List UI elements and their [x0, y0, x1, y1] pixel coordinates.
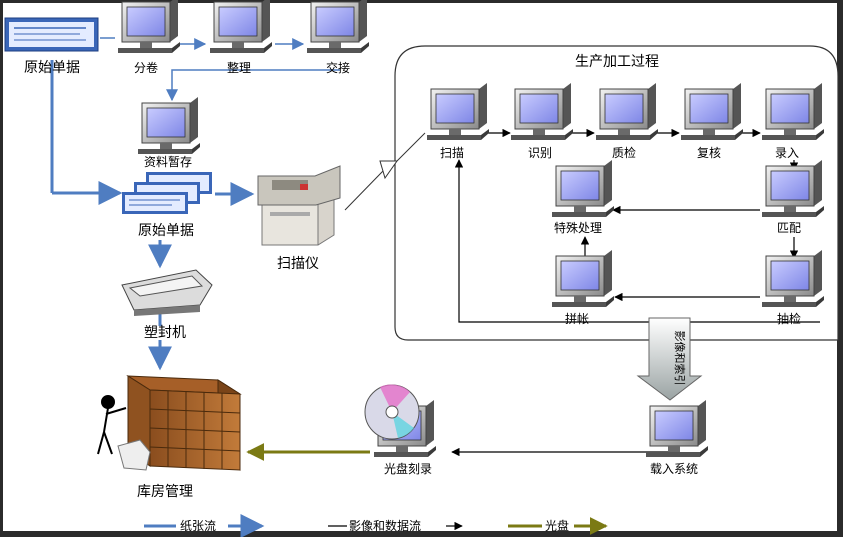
scanner-to-process-line-2 — [396, 132, 426, 162]
data-flow-loop-back — [454, 159, 820, 323]
scanner-machine-icon — [257, 165, 341, 246]
temp-storage-label: 资料暂存 — [144, 155, 192, 169]
scanner-to-process-line — [344, 170, 384, 211]
recognize-label: 识别 — [528, 146, 552, 160]
laminator-label: 塑封机 — [144, 325, 186, 341]
match-label: 匹配 — [777, 221, 801, 235]
scan-label: 扫描 — [440, 146, 464, 160]
paper-pile-icon — [117, 439, 151, 471]
image-index-label: 影像和索引 — [673, 331, 687, 386]
person-icon — [97, 395, 127, 455]
spot-check-label: 抽检 — [777, 311, 801, 326]
special-label: 特殊处理 — [554, 220, 602, 235]
legend-disc-label: 光盘 — [545, 518, 569, 533]
process-title: 生产加工过程 — [575, 54, 659, 70]
disc-icon — [364, 384, 420, 440]
scanner-label: 扫描仪 — [277, 256, 319, 272]
legend: 纸张流 影像和数据流 光盘 — [144, 514, 608, 537]
image-index-arrow — [636, 317, 703, 401]
scanner-to-process-arrowhead — [379, 160, 398, 180]
source-docs-mid-label: 原始单据 — [138, 223, 194, 239]
source-docs-stack-icon — [122, 172, 212, 214]
legend-data-label: 影像和数据流 — [349, 518, 421, 533]
paper-flow-return — [166, 69, 340, 102]
laminator-icon — [121, 269, 213, 316]
legend-paper-label: 纸张流 — [180, 519, 216, 533]
source-docs-top-icon — [4, 17, 99, 52]
handover-label: 交接 — [326, 60, 350, 75]
combine-label: 拼帐 — [565, 311, 589, 326]
qc-label: 质检 — [612, 145, 636, 160]
disc-burn-label: 光盘刻录 — [384, 461, 432, 476]
split-label: 分卷 — [134, 60, 158, 75]
warehouse-label: 库房管理 — [137, 484, 193, 500]
source-docs-top-label: 原始单据 — [24, 60, 80, 76]
sort-label: 整理 — [227, 60, 251, 75]
entry-label: 录入 — [775, 146, 799, 160]
recheck-label: 复核 — [697, 146, 721, 160]
load-system-label: 载入系统 — [650, 462, 698, 476]
